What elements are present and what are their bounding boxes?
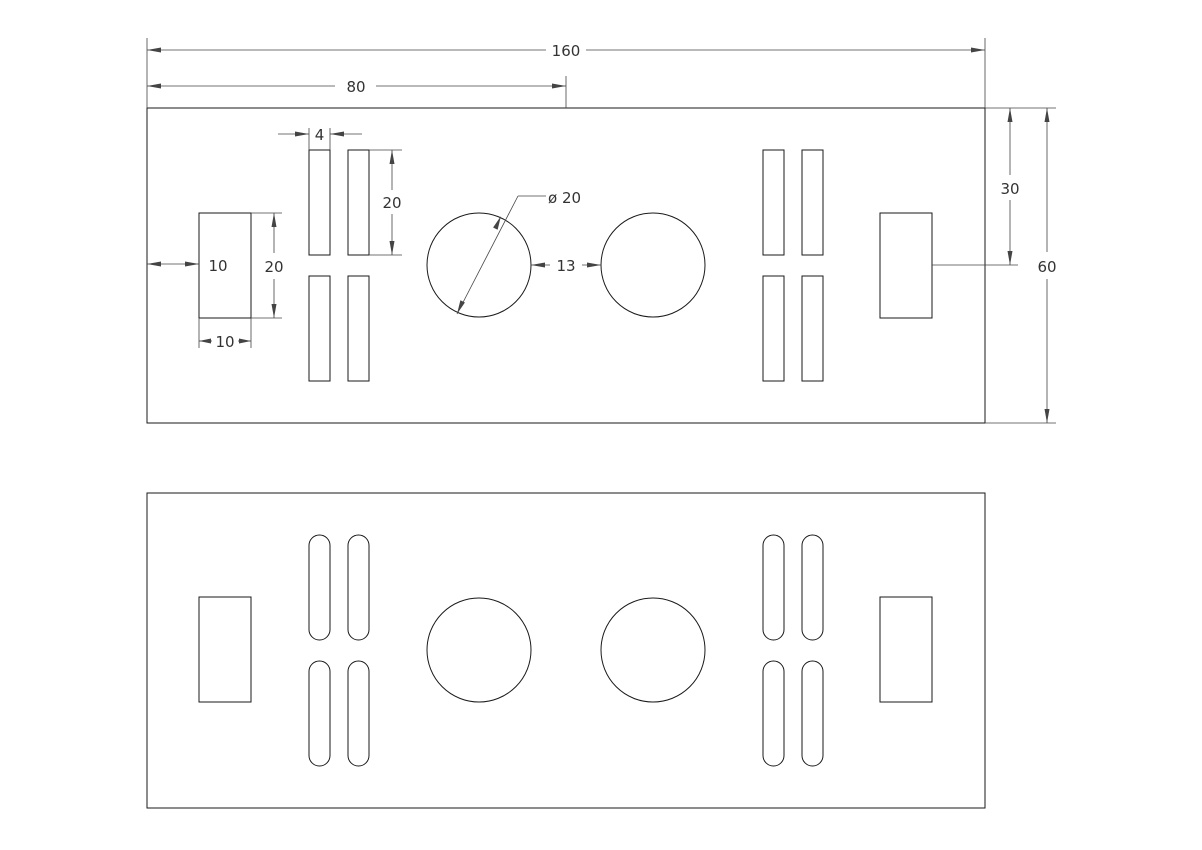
dim-half-width: 80: [147, 76, 567, 108]
bottom-slot-left-2-upper: [347, 534, 370, 641]
bottom-slot-right-1-upper: [762, 534, 785, 641]
bottom-slot-right-2-upper: [801, 534, 824, 641]
bottom-slot-right-2-lower: [801, 660, 824, 767]
dim-hole-gap: 13: [531, 257, 601, 275]
top-slot-left-2-upper: [347, 149, 370, 256]
top-slot-right-2-lower: [801, 275, 824, 382]
dim-slot-height-label: 20: [382, 194, 401, 212]
dim-overall-height: 60: [985, 107, 1057, 424]
dimensions-layer: 160 80 4 20: [146, 38, 1057, 424]
top-slot-right-2-upper: [801, 149, 824, 256]
bottom-slot-right-1-lower: [762, 660, 785, 767]
top-slot-left-2-lower: [347, 275, 370, 382]
dim-half-width-label: 80: [346, 78, 365, 96]
dim-slot-width-label: 4: [315, 126, 325, 144]
dim-rect-offset-left-label: 10: [208, 257, 227, 275]
bottom-hole-right: [600, 597, 706, 703]
dim-hole-diameter: ø 20: [456, 189, 581, 315]
bottom-slot-left-1-lower: [308, 660, 331, 767]
dim-rect-center-height-label: 30: [1000, 180, 1019, 198]
dim-slot-width: 4: [278, 126, 362, 150]
top-slot-left-1-lower: [308, 275, 331, 382]
bottom-plate-outline: [146, 492, 986, 809]
dim-overall-height-label: 60: [1037, 258, 1056, 276]
dim-rect-width-label: 10: [215, 333, 234, 351]
top-hole-right: [600, 212, 706, 318]
dim-rect-width: 10: [198, 318, 252, 351]
bottom-slot-left-1-upper: [308, 534, 331, 641]
top-right-rect-cutout: [879, 212, 933, 319]
bottom-hole-left: [426, 597, 532, 703]
dim-slot-height: 20: [369, 149, 402, 256]
top-slot-right-1-upper: [762, 149, 785, 256]
top-left-rect-cutout: [198, 212, 252, 319]
dim-overall-width: 160: [146, 38, 986, 108]
top-slot-left-1-upper: [308, 149, 331, 256]
dim-rect-height-label: 20: [264, 258, 283, 276]
dim-hole-gap-label: 13: [556, 257, 575, 275]
dim-overall-width-label: 160: [552, 42, 581, 60]
dim-rect-offset-left: 10: [147, 257, 228, 275]
top-slot-right-1-lower: [762, 275, 785, 382]
bottom-slot-left-2-lower: [347, 660, 370, 767]
dim-hole-diameter-label: ø 20: [548, 189, 581, 207]
top-hole-left: [426, 212, 532, 318]
dim-rect-center-height: 30: [932, 108, 1020, 266]
bottom-right-rect-cutout: [879, 596, 933, 703]
bottom-left-rect-cutout: [198, 596, 252, 703]
bottom-view: [146, 492, 986, 809]
dim-rect-height: 20: [251, 212, 284, 319]
